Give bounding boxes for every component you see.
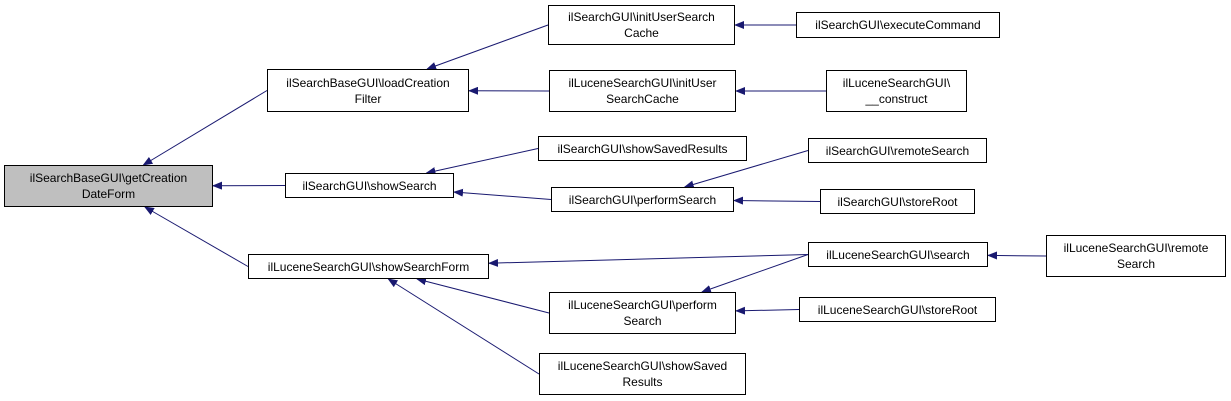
edge-luceneSearch-to-showSearchForm <box>488 254 809 267</box>
edge-storeRoot-to-performSearch <box>733 196 821 205</box>
edge-initUserSearchCache-to-loadCreationFilter <box>426 24 549 70</box>
node-lucene-perform-search[interactable]: ilLuceneSearchGUI\perform Search <box>549 292 736 334</box>
edge-luceneStoreRoot-to-lucenePerformSearch <box>735 306 800 315</box>
edge-showSavedResults-to-showSearch <box>425 148 539 175</box>
node-lucene-store-root[interactable]: ilLuceneSearchGUI\storeRoot <box>799 297 996 322</box>
edge-showSearchForm-to-root <box>144 206 249 267</box>
edge-remoteSearch-to-performSearch <box>683 150 809 189</box>
edge-performSearch-to-showSearch <box>453 188 552 200</box>
edge-luceneRemoteSearch-to-luceneSearch <box>987 251 1047 260</box>
node-show-search[interactable]: ilSearchGUI\showSearch <box>285 173 454 198</box>
edge-lucenePerformSearch-to-showSearchForm <box>416 277 550 314</box>
root-node: ilSearchBaseGUI\getCreation DateForm <box>4 165 213 207</box>
edge-loadCreationFilter-to-root <box>142 90 268 166</box>
node-load-creation-filter[interactable]: ilSearchBaseGUI\loadCreation Filter <box>267 69 469 112</box>
node-lucene-construct[interactable]: ilLuceneSearchGUI\ __construct <box>826 70 967 112</box>
node-store-root[interactable]: ilSearchGUI\storeRoot <box>820 189 975 214</box>
node-lucene-search[interactable]: ilLuceneSearchGUI\search <box>808 242 988 267</box>
node-lucene-show-saved-results[interactable]: ilLuceneSearchGUI\showSaved Results <box>539 353 746 395</box>
edge-luceneShowSavedResults-to-showSearchForm <box>387 278 540 375</box>
node-init-user-search-cache[interactable]: ilSearchGUI\initUserSearch Cache <box>548 5 735 45</box>
node-lucene-remote-search[interactable]: ilLuceneSearchGUI\remote Search <box>1046 235 1226 277</box>
edge-luceneSearch-to-lucenePerformSearch <box>700 254 809 293</box>
node-remote-search[interactable]: ilSearchGUI\remoteSearch <box>808 138 987 163</box>
node-execute-command[interactable]: ilSearchGUI\executeCommand <box>796 12 1000 38</box>
node-show-search-form[interactable]: ilLuceneSearchGUI\showSearchForm <box>248 254 489 279</box>
node-lucene-init-user-search-cache[interactable]: ilLuceneSearchGUI\initUser SearchCache <box>549 70 736 112</box>
node-perform-search[interactable]: ilSearchGUI\performSearch <box>551 187 734 212</box>
node-show-saved-results[interactable]: ilSearchGUI\showSavedResults <box>538 136 747 161</box>
